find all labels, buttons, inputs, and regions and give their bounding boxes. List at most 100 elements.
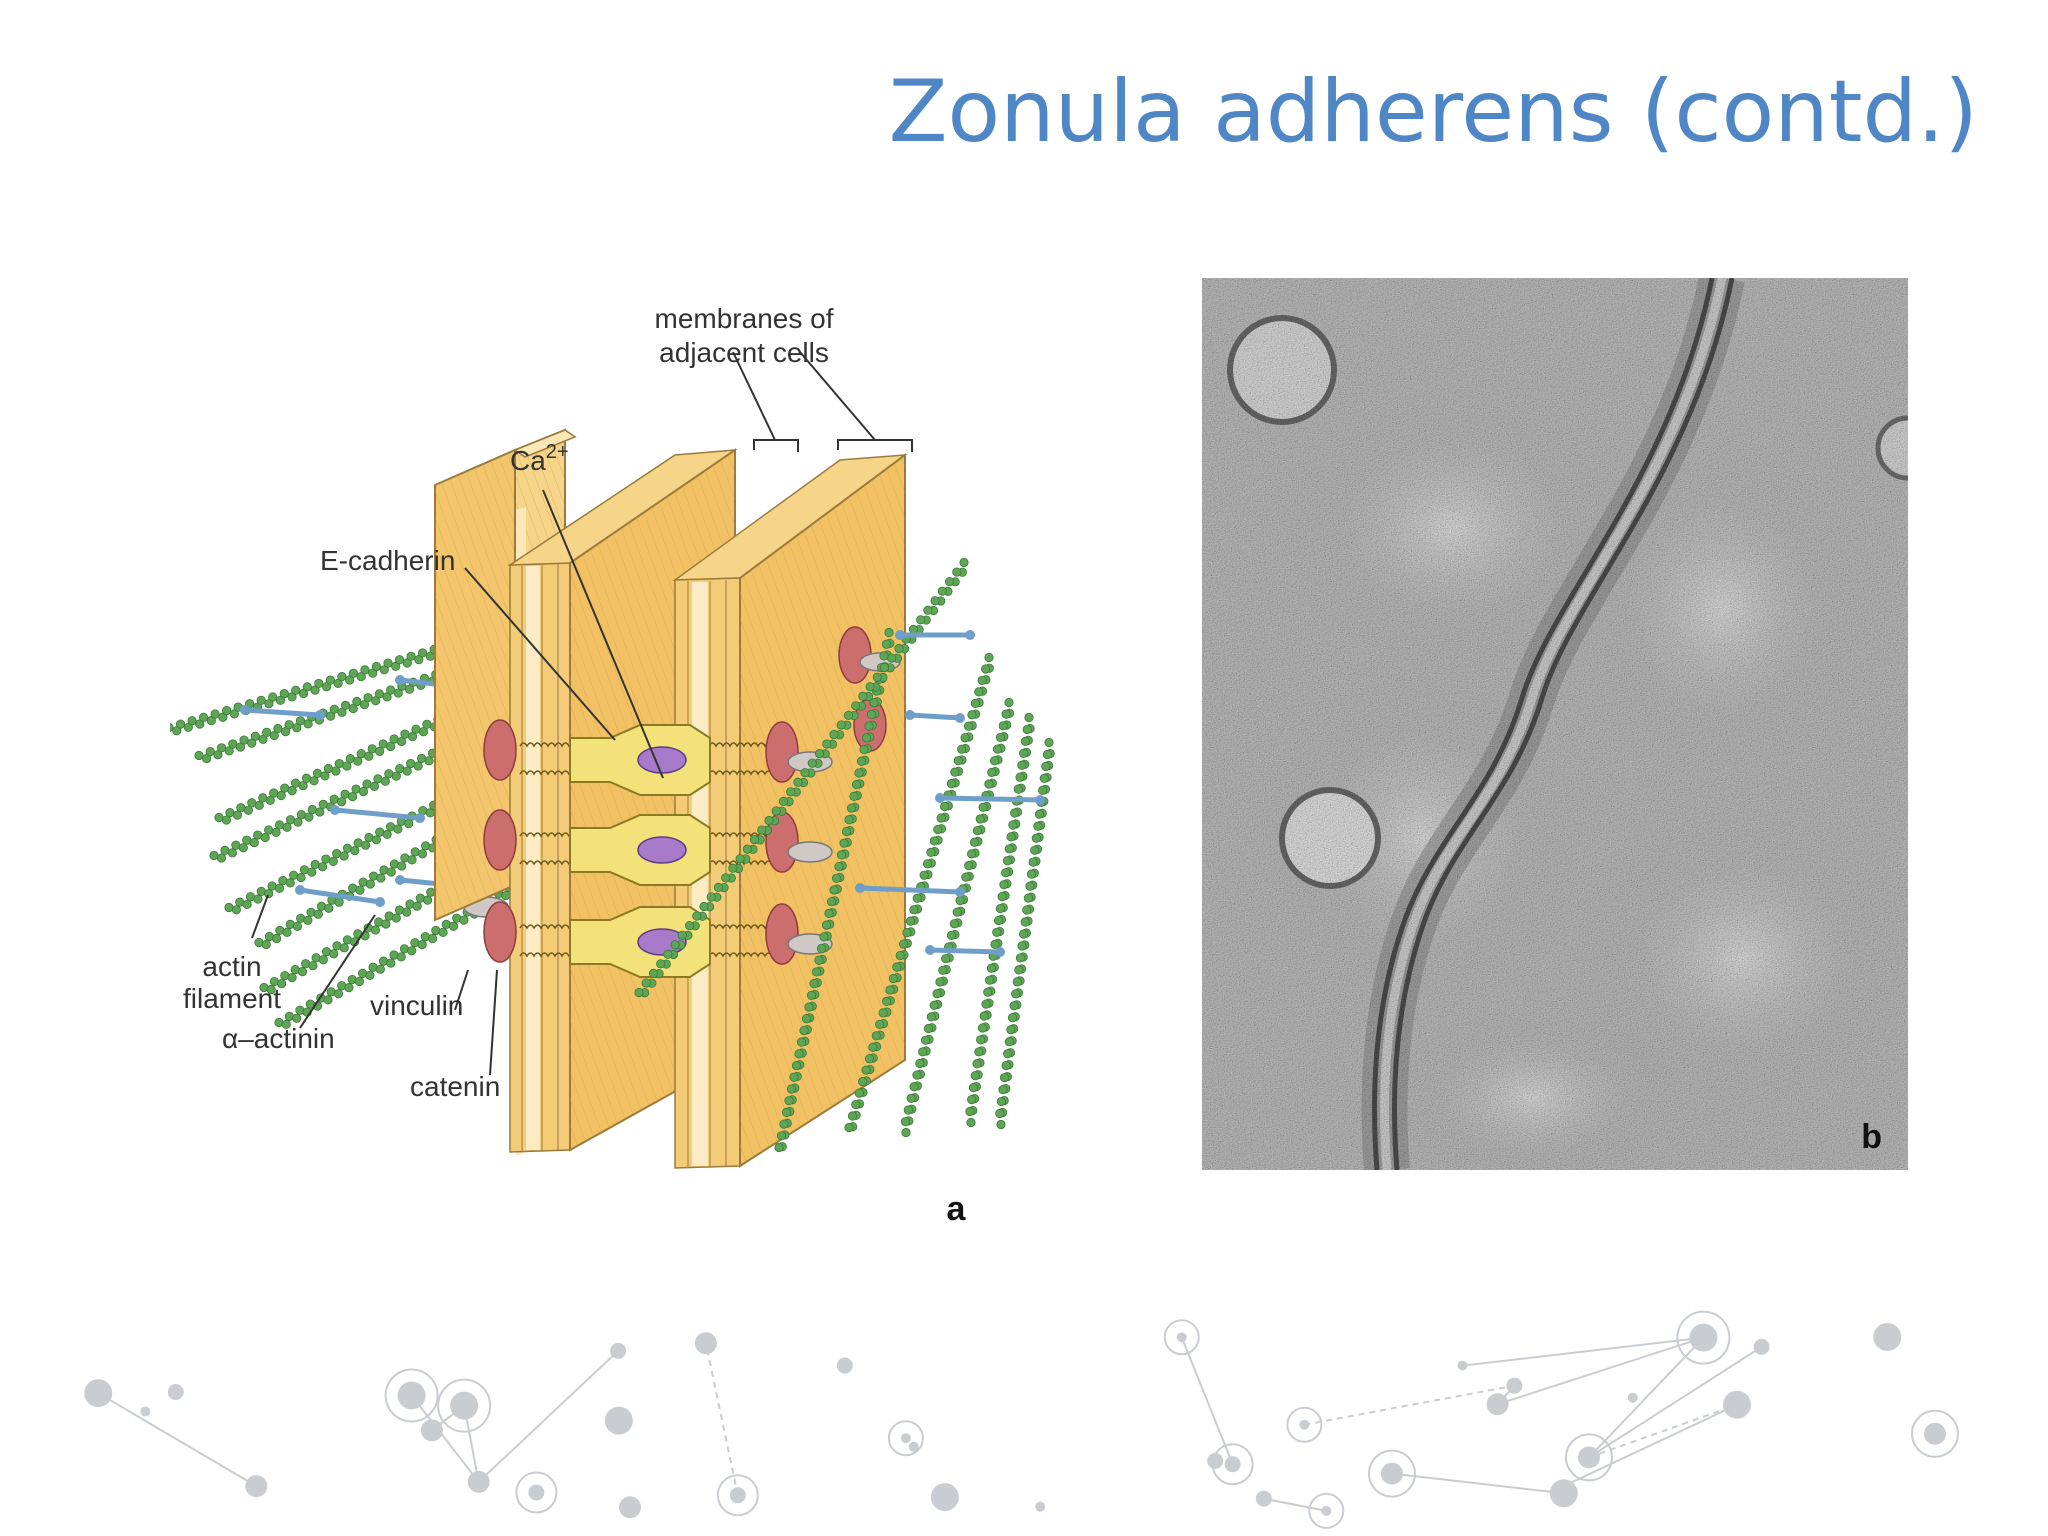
network-node-ring: [1211, 1443, 1254, 1486]
network-node: [1873, 1322, 1902, 1351]
zonula-adherens-diagram: membranes of adjacent cells Ca2+ E-cadhe…: [170, 303, 1055, 1228]
network-node: [604, 1406, 633, 1435]
network-node: [610, 1342, 627, 1359]
network-node-ring: [1910, 1409, 1959, 1458]
network-node: [1321, 1505, 1332, 1516]
calcium-label: Ca2+: [510, 441, 569, 476]
network-link: [1588, 1336, 1705, 1459]
network-link: [410, 1394, 480, 1483]
network-link: [1588, 1346, 1763, 1459]
network-node: [618, 1496, 641, 1519]
network-node: [1380, 1462, 1403, 1485]
network-node-ring: [437, 1378, 492, 1433]
actin-filament: [844, 652, 994, 1133]
network-node: [1923, 1422, 1946, 1445]
network-node-ring: [384, 1368, 439, 1423]
network-link: [1391, 1472, 1564, 1495]
actin-filament-label-line2: filament: [183, 983, 281, 1014]
alpha-actinin: [939, 795, 1041, 803]
network-link: [478, 1350, 619, 1483]
alpha-actinin-label: α–actinin: [222, 1023, 335, 1054]
network-node-ring: [887, 1420, 924, 1457]
network-node: [1722, 1390, 1751, 1419]
membranes-label-line1: membranes of: [655, 303, 834, 334]
network-node: [167, 1383, 184, 1400]
network-link: [1263, 1497, 1327, 1512]
panel-letter-a: a: [947, 1190, 967, 1228]
catenin: [483, 719, 517, 781]
network-node: [1486, 1393, 1509, 1416]
calcium-ion: [637, 836, 687, 864]
network-node-ring: [1286, 1406, 1323, 1443]
network-node: [1578, 1446, 1601, 1469]
network-node-ring: [716, 1474, 759, 1517]
catenin: [765, 903, 799, 965]
network-node: [1627, 1392, 1638, 1403]
catenin: [483, 809, 517, 871]
network-node: [1689, 1323, 1718, 1352]
alpha-actinin: [859, 885, 961, 895]
network-node-ring: [1565, 1433, 1614, 1482]
alpha-actinin: [929, 947, 1001, 955]
catenin: [765, 721, 799, 783]
network-node: [450, 1391, 479, 1420]
network-node: [729, 1487, 746, 1504]
network-node: [1176, 1332, 1187, 1343]
network-node-ring: [1308, 1492, 1345, 1529]
network-node: [467, 1470, 490, 1493]
network-link: [97, 1392, 257, 1487]
membranes-label-line2: adjacent cells: [659, 337, 829, 368]
actin-filament: [965, 712, 1035, 1128]
panel-letter-b: b: [1861, 1118, 1882, 1156]
network-node: [694, 1332, 717, 1355]
leader-lines: [251, 489, 664, 1076]
actin-filament-label-line1: actin: [202, 951, 261, 982]
network-node: [528, 1484, 545, 1501]
actin-filament-bundle-right: [634, 557, 1055, 1153]
network-node: [1255, 1490, 1272, 1507]
junction-row: [483, 809, 833, 886]
network-node: [1457, 1360, 1468, 1371]
network-link: [704, 1342, 739, 1496]
network-link: [1588, 1403, 1738, 1459]
network-node: [1224, 1456, 1241, 1473]
network-node-ring: [1676, 1310, 1731, 1365]
network-node: [930, 1483, 959, 1512]
network-node: [84, 1379, 113, 1408]
network-link: [1497, 1336, 1704, 1406]
junction-row: [483, 901, 833, 978]
e-cadherin-label: E-cadherin: [320, 545, 455, 576]
network-link: [1304, 1384, 1515, 1426]
network-node: [1506, 1377, 1523, 1394]
network-node-ring: [515, 1471, 558, 1514]
network-node: [1753, 1338, 1770, 1355]
vinculin: [787, 841, 833, 863]
network-node: [836, 1357, 853, 1374]
network-node: [397, 1381, 426, 1410]
network-link: [1559, 1403, 1738, 1489]
network-node-ring: [1367, 1449, 1416, 1498]
network-node: [908, 1441, 919, 1452]
membrane-brackets: [732, 351, 913, 452]
network-node: [1207, 1452, 1224, 1469]
network-node-ring: [1163, 1319, 1200, 1356]
vinculin-label: vinculin: [370, 990, 463, 1021]
alpha-actinin: [334, 807, 421, 821]
network-node: [900, 1433, 911, 1444]
network-link: [1180, 1336, 1234, 1465]
calcium-ion: [637, 746, 687, 774]
slide-title: Zonula adherens (contd.): [888, 62, 1978, 162]
decorative-network-pattern: [84, 1310, 1959, 1529]
network-link: [1462, 1336, 1704, 1367]
catenin: [483, 901, 517, 963]
alpha-actinin: [244, 707, 321, 718]
actin-filament: [900, 697, 1015, 1138]
network-node: [140, 1406, 151, 1417]
network-node: [420, 1419, 443, 1442]
electron-micrograph: b: [1202, 278, 1908, 1170]
network-node: [1035, 1501, 1046, 1512]
actin-filament: [634, 557, 969, 998]
network-node: [245, 1475, 268, 1498]
alpha-actinin: [909, 712, 961, 721]
network-node: [1549, 1479, 1578, 1508]
